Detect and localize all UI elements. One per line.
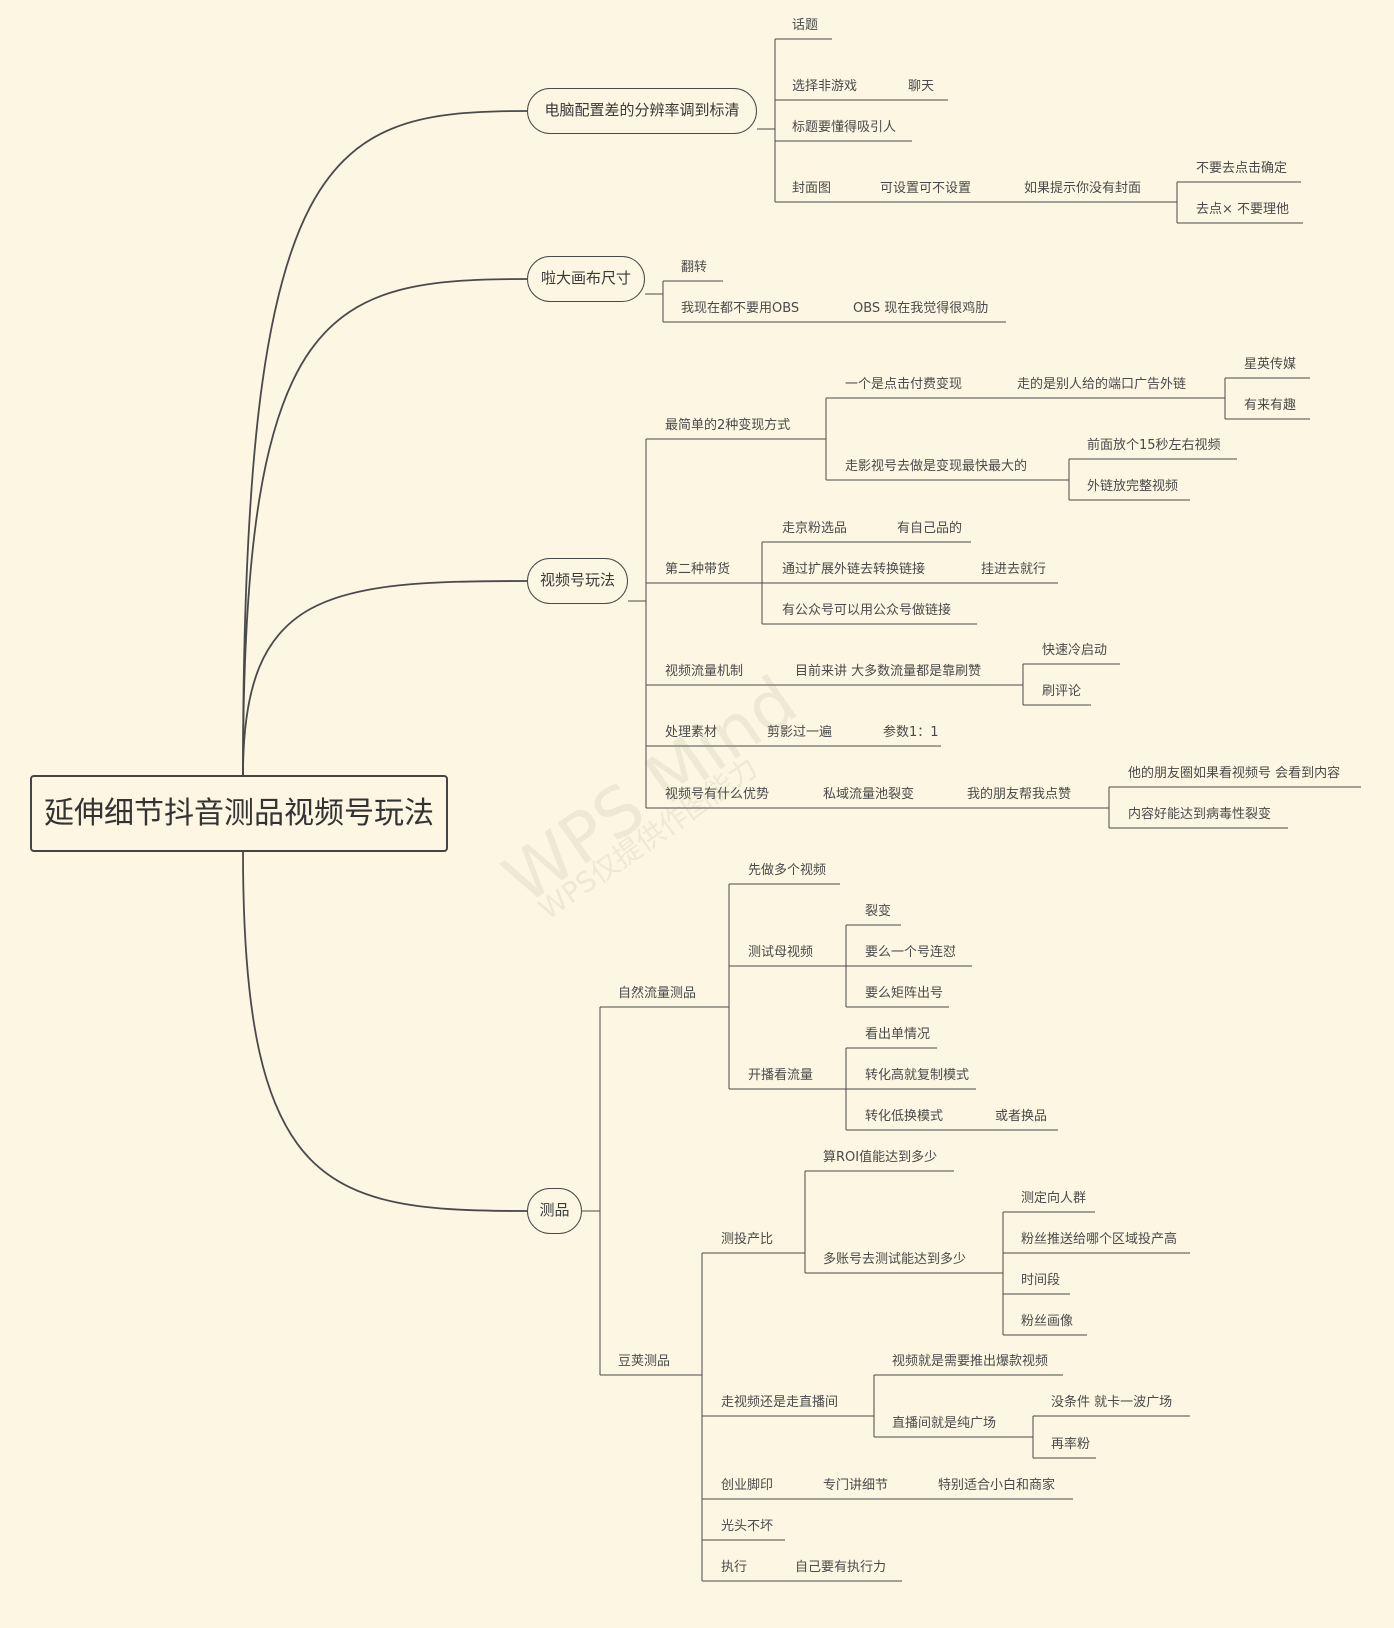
topic-label[interactable]: 内容好能达到病毒性裂变	[1128, 807, 1272, 822]
topic-label[interactable]: 目前来讲 大多数流量都是靠刷赞	[795, 664, 982, 679]
branch-topic[interactable]: 电脑配置差的分辨率调到标清	[527, 88, 757, 134]
topic-label[interactable]: 如果提示你没有封面	[1024, 181, 1142, 196]
topic-label[interactable]: 再率粉	[1051, 1437, 1091, 1452]
topic-label[interactable]: 粉丝推送给哪个区域投产高	[1021, 1232, 1178, 1247]
topic-label[interactable]: 视频号有什么优势	[665, 787, 770, 802]
topic-label[interactable]: 一个是点击付费变现	[845, 377, 963, 392]
topic-label[interactable]: 光头不坏	[721, 1519, 774, 1534]
topic-label[interactable]: 没条件 就卡一波广场	[1051, 1395, 1173, 1410]
topic-label[interactable]: 多账号去测试能达到多少	[823, 1252, 967, 1267]
topic-label[interactable]: 或者换品	[995, 1109, 1048, 1124]
topic-label[interactable]: 转化低换模式	[865, 1109, 944, 1124]
topic-label[interactable]: 翻转	[681, 260, 708, 275]
topic-label[interactable]: 走京粉选品	[782, 521, 848, 536]
topic-label[interactable]: 刷评论	[1042, 684, 1082, 699]
topic-label[interactable]: 视频流量机制	[665, 664, 744, 679]
topic-label[interactable]: 要么矩阵出号	[865, 986, 944, 1001]
topic-label[interactable]: 第二种带货	[665, 562, 731, 577]
topic-label[interactable]: 封面图	[792, 181, 832, 196]
topic-label[interactable]: 标题要懂得吸引人	[792, 120, 897, 135]
topic-label[interactable]: 快速冷启动	[1042, 643, 1108, 658]
topic-label[interactable]: 自己要有执行力	[795, 1560, 887, 1575]
branch-curve	[242, 851, 528, 1212]
branch-curve	[242, 580, 528, 776]
topic-label[interactable]: 有来有趣	[1244, 398, 1297, 413]
topic-label[interactable]: 我的朋友帮我点赞	[967, 787, 1072, 802]
topic-label[interactable]: 剪影过一遍	[767, 725, 833, 740]
topic-label[interactable]: 测投产比	[721, 1232, 774, 1247]
topic-label[interactable]: 外链放完整视频	[1087, 479, 1179, 494]
topic-label[interactable]: 时间段	[1021, 1273, 1061, 1288]
topic-label[interactable]: 他的朋友圈如果看视频号 会看到内容	[1128, 766, 1341, 781]
topic-label[interactable]: 豆荚测品	[618, 1354, 671, 1369]
topic-label[interactable]: 前面放个15秒左右视频	[1087, 438, 1221, 453]
topic-label[interactable]: 走影视号去做是变现最快最大的	[845, 459, 1028, 474]
topic-label[interactable]: 最简单的2种变现方式	[665, 418, 791, 433]
topic-label[interactable]: 转化高就复制模式	[865, 1068, 970, 1083]
topic-label[interactable]: 选择非游戏	[792, 79, 858, 94]
topic-label[interactable]: 话题	[792, 18, 819, 33]
topic-label[interactable]: 自然流量测品	[618, 986, 697, 1001]
branch-curve	[242, 278, 528, 776]
branch-topic[interactable]: 测品	[527, 1188, 582, 1234]
topic-label[interactable]: 有自己品的	[897, 521, 963, 536]
topic-label[interactable]: 不要去点击确定	[1196, 161, 1288, 176]
topic-label[interactable]: 算ROI值能达到多少	[823, 1150, 938, 1165]
topic-label[interactable]: OBS 现在我觉得很鸡肋	[853, 301, 989, 316]
topic-label[interactable]: 参数1：1	[883, 725, 939, 740]
topic-label[interactable]: 视频就是需要推出爆款视频	[892, 1354, 1049, 1369]
topic-label[interactable]: 有公众号可以用公众号做链接	[782, 603, 952, 618]
topic-label[interactable]: 可设置可不设置	[880, 181, 972, 196]
topic-label[interactable]: 粉丝画像	[1021, 1314, 1074, 1329]
branch-curve	[242, 110, 528, 776]
branch-topic[interactable]: 视频号玩法	[527, 558, 628, 604]
topic-label[interactable]: 走视频还是走直播间	[721, 1395, 839, 1410]
topic-label[interactable]: 挂进去就行	[981, 562, 1047, 577]
branch-topic[interactable]: 啦大画布尺寸	[527, 256, 645, 302]
topic-label[interactable]: 聊天	[908, 79, 935, 94]
topic-label[interactable]: 我现在都不要用OBS	[681, 301, 800, 316]
topic-label[interactable]: 开播看流量	[748, 1068, 814, 1083]
topic-label[interactable]: 先做多个视频	[748, 863, 827, 878]
topic-label[interactable]: 要么一个号连怼	[865, 945, 957, 960]
topic-label[interactable]: 专门讲细节	[823, 1478, 889, 1493]
topic-label[interactable]: 看出单情况	[865, 1027, 931, 1042]
topic-label[interactable]: 测试母视频	[748, 945, 814, 960]
topic-label[interactable]: 创业脚印	[721, 1478, 774, 1493]
topic-label[interactable]: 直播间就是纯广场	[892, 1416, 997, 1431]
topic-label[interactable]: 通过扩展外链去转换链接	[782, 562, 926, 577]
root-topic[interactable]: 延伸细节抖音测品视频号玩法	[30, 775, 448, 852]
topic-label[interactable]: 裂变	[865, 904, 892, 919]
topic-label[interactable]: 特别适合小白和商家	[938, 1478, 1056, 1493]
topic-label[interactable]: 处理素材	[665, 725, 718, 740]
topic-label[interactable]: 私域流量池裂变	[823, 787, 915, 802]
topic-label[interactable]: 去点× 不要理他	[1196, 202, 1290, 217]
topic-label[interactable]: 走的是别人给的端口广告外链	[1017, 377, 1187, 392]
topic-label[interactable]: 星英传媒	[1244, 357, 1297, 372]
topic-label[interactable]: 执行	[721, 1560, 748, 1575]
topic-label[interactable]: 测定向人群	[1021, 1191, 1087, 1206]
